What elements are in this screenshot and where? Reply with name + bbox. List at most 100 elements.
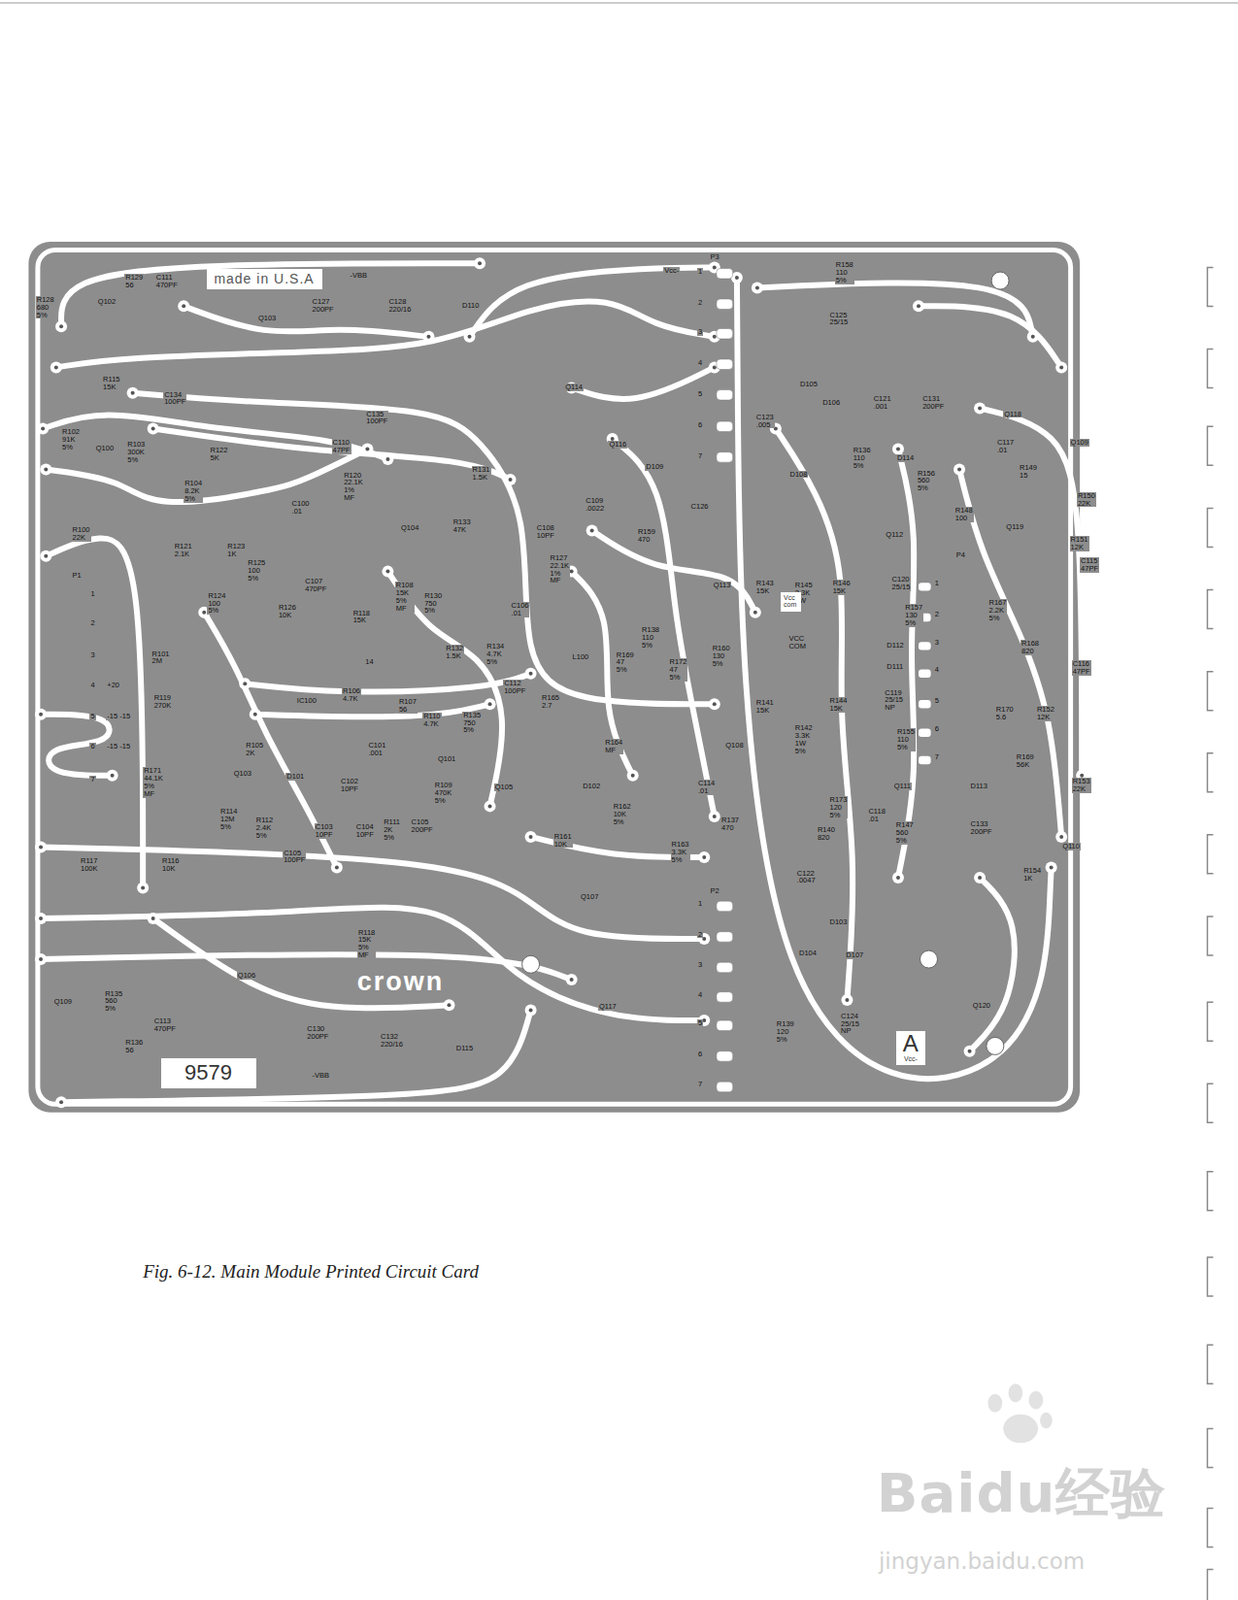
component-label: 6: [697, 421, 703, 430]
edge-connector-finger: [716, 901, 734, 912]
component-label: Q117: [598, 1003, 618, 1011]
solder-pad: [708, 810, 721, 823]
pad-hole: [385, 569, 390, 574]
pad-hole: [43, 468, 48, 472]
binder-mark: [1206, 1429, 1213, 1469]
component-label: R169 56K: [1015, 753, 1036, 770]
pad-hole: [140, 885, 145, 890]
marking-text: Vcc-: [902, 1055, 920, 1064]
edge-connector-finger: [716, 452, 734, 464]
pad-ring: [751, 281, 764, 294]
component-label: R150 22K: [1076, 492, 1097, 508]
solder-pad: [1045, 861, 1058, 873]
pad-ring: [50, 361, 63, 373]
component-label: 6: [89, 742, 96, 751]
solder-pad: [627, 769, 639, 782]
pad-ring: [892, 871, 904, 884]
marking-text: Vcc com: [783, 594, 799, 609]
edge-connector-finger: [716, 359, 734, 370]
pad-hole: [365, 446, 369, 451]
mounting-hole: [522, 955, 540, 973]
solder-pad: [249, 708, 262, 721]
component-label: Q120: [971, 1002, 992, 1010]
solder-pad: [34, 840, 47, 853]
pad-hole: [968, 1049, 972, 1054]
pad-ring: [892, 442, 904, 455]
pad-hole: [242, 681, 247, 686]
binder-mark: [1206, 1083, 1213, 1123]
binder-mark: [1206, 426, 1213, 466]
copper-gap-trace: [153, 918, 450, 1008]
pad-ring: [238, 677, 251, 690]
solder-pad: [504, 473, 517, 486]
solder-pad: [106, 769, 119, 782]
edge-connector-finger: [716, 390, 734, 402]
component-label: R149 15: [1018, 464, 1038, 480]
pad-ring: [34, 708, 47, 721]
component-label: R135 750 5%: [462, 711, 482, 736]
pad-hole: [844, 998, 849, 1003]
pad-hole: [426, 334, 431, 339]
component-label: R121 2.1K: [173, 542, 194, 559]
solder-pad: [473, 257, 486, 269]
component-label: C131 200PF: [921, 395, 945, 411]
board-edge-trace: [37, 250, 1071, 1105]
edge-connector-finger: [716, 328, 734, 339]
component-label: R109 470K 5%: [434, 781, 454, 805]
board-marking-box: Vcc com: [780, 592, 802, 612]
pad-hole: [569, 977, 574, 982]
pad-ring: [708, 698, 721, 710]
solder-pad: [177, 300, 190, 312]
copper-gap-trace: [61, 263, 480, 327]
binder-mark: [1206, 590, 1213, 630]
pad-hole: [40, 426, 45, 431]
component-label: R169 47 5%: [615, 651, 636, 675]
pad-hole: [38, 844, 43, 849]
component-label: C116 47PF: [1071, 660, 1092, 676]
pad-hole: [1049, 865, 1054, 870]
component-label: Q110: [1061, 842, 1081, 851]
board-marking-box: made in U.S.A: [206, 268, 323, 290]
component-label: C119 25/15 NP: [883, 689, 904, 713]
component-label: C126: [690, 502, 710, 511]
solder-pad: [525, 1004, 537, 1017]
solder-pad: [484, 800, 497, 812]
component-label: 1: [697, 900, 703, 908]
solder-pad: [484, 698, 497, 710]
pad-ring: [973, 401, 986, 414]
component-label: C113 470PF: [153, 1017, 177, 1034]
component-label: Q100: [95, 444, 115, 453]
component-label: Q104: [400, 524, 420, 533]
pad-hole: [151, 916, 156, 921]
component-label: R139 120 5%: [775, 1020, 796, 1044]
component-label: R170 5.6: [995, 705, 1015, 722]
edge-connector-finger: [716, 932, 734, 943]
component-label: -15 -15: [105, 742, 132, 751]
pad-ring: [525, 1004, 537, 1017]
copper-gap-trace: [970, 877, 1015, 1052]
component-label: C114 .01: [697, 779, 716, 796]
pad-hole: [488, 803, 493, 808]
component-label: 5: [89, 712, 96, 721]
board-marking-box: AVcc-: [896, 1031, 926, 1066]
pad-ring: [34, 953, 47, 966]
pad-hole: [131, 391, 135, 396]
component-label: Q109: [53, 998, 73, 1006]
binder-mark: [1206, 1002, 1213, 1041]
pad-hole: [712, 702, 717, 706]
solder-pad: [34, 912, 47, 925]
mounting-hole: [920, 950, 938, 969]
solder-pad: [566, 973, 578, 986]
solder-pad: [331, 861, 343, 873]
component-label: D113: [970, 782, 989, 791]
pad-hole: [59, 1100, 64, 1105]
binder-mark: [1206, 1508, 1213, 1548]
pad-hole: [1059, 835, 1064, 839]
component-label: R161 10K: [553, 833, 573, 849]
component-label: D109: [644, 463, 665, 471]
component-label: R118 15K 5% MF: [357, 929, 376, 961]
marking-text: A: [902, 1032, 920, 1056]
component-label: R141 15K: [755, 699, 775, 715]
pad-hole: [569, 569, 574, 574]
component-label: R106 4.7K: [341, 687, 362, 703]
